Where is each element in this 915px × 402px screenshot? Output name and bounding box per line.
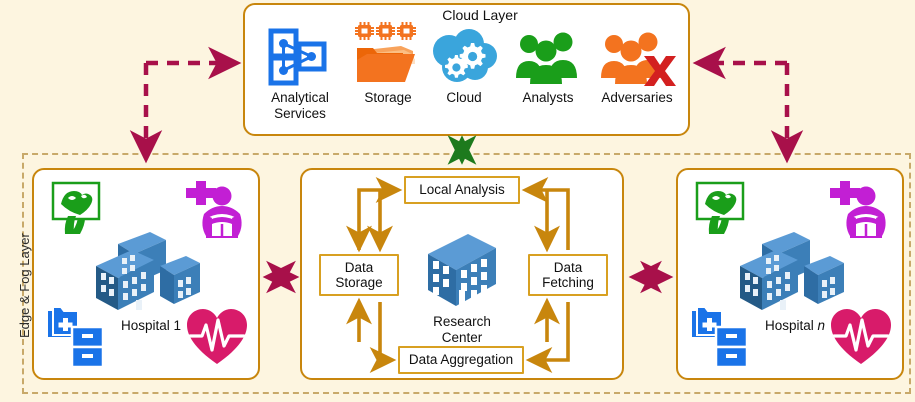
ultrasound-scan-icon (695, 181, 752, 238)
storage-icon (355, 20, 419, 88)
ultrasound-scan-icon (51, 181, 108, 238)
arrow-cloud-to-hospital-1 (129, 46, 242, 164)
cloud-icon (429, 29, 499, 87)
edge-fog-layer-label: Edge & Fog Layer (17, 233, 32, 338)
hospital-building-icon (92, 228, 204, 320)
hospital-n-label-text: Hospital (764, 318, 818, 333)
heartbeat-icon (830, 308, 892, 366)
hospital-1-label-text: Hospital (120, 318, 174, 333)
data-fetching-box[interactable]: Data Fetching (528, 254, 608, 296)
research-center-building-icon (424, 232, 500, 310)
research-center-label: Research Center (433, 314, 491, 345)
cloud-item-label-analytical-services: Analytical Services (271, 90, 329, 121)
cloud-item-label-cloud: Cloud (446, 90, 482, 105)
data-aggregation-box[interactable]: Data Aggregation (398, 346, 524, 374)
cloud-item-label-adversaries: Adversaries (601, 90, 673, 105)
red-x-mark (644, 56, 676, 86)
arrow-cloud-to-hospital-n (692, 46, 804, 164)
heartbeat-icon (186, 308, 248, 366)
medical-records-cabinet-icon (46, 305, 106, 369)
local-analysis-box[interactable]: Local Analysis (404, 176, 520, 204)
hospital-building-icon (736, 228, 848, 320)
analytical-services-icon (265, 28, 331, 88)
nurse-icon (182, 180, 244, 240)
cloud-item-label-storage: Storage (364, 90, 412, 105)
hospital-1-label: Hospital 1 (120, 318, 182, 333)
cloud-item-label-analysts: Analysts (522, 90, 574, 105)
analysts-icon (515, 30, 579, 86)
hospital-n-label-index: n (817, 318, 826, 333)
cloud-layer-title: Cloud Layer (442, 7, 518, 23)
hospital-n-label: Hospital n (750, 318, 840, 334)
adversaries-icon (600, 30, 676, 86)
medical-records-cabinet-icon (690, 305, 750, 369)
nurse-icon (826, 180, 888, 240)
data-storage-box[interactable]: Data Storage (319, 254, 399, 296)
